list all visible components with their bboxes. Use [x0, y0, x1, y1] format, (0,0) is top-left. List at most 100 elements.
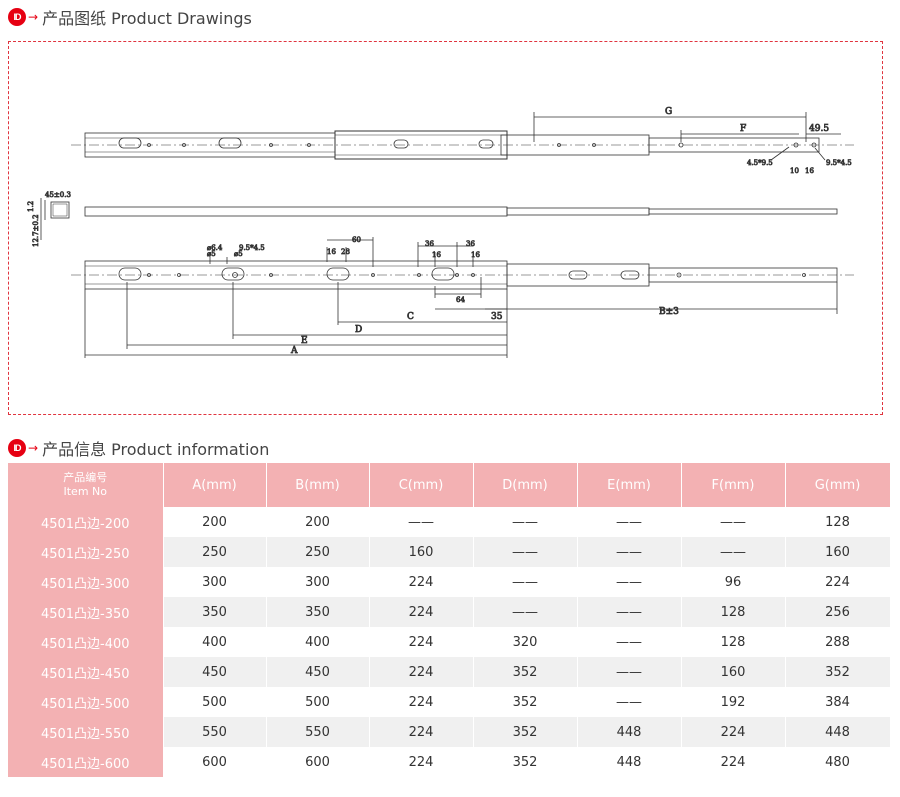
cell-f: 96 — [681, 567, 786, 597]
cell-g: 288 — [785, 627, 891, 657]
cell-g: 256 — [785, 597, 891, 627]
dim-label-12-7x0-2: 12.7±0.2 — [32, 214, 40, 247]
cell-f: 160 — [681, 657, 786, 687]
cell-g: 448 — [785, 717, 891, 747]
item-no-cell: 4501凸边-300 — [8, 567, 164, 597]
dim-label-16-top: 16 — [805, 167, 814, 175]
top-view-slide — [71, 112, 854, 160]
cell-b: 400 — [266, 627, 370, 657]
dim-label-45x0-3: 45±0.3 — [45, 191, 71, 199]
cell-e: —— — [577, 657, 682, 687]
cell-b: 300 — [266, 567, 370, 597]
cell-c: —— — [369, 507, 474, 537]
cell-a: 500 — [163, 687, 267, 717]
dim-label-dia-6-4: ⌀6.4 — [207, 244, 223, 252]
cell-g: 160 — [785, 537, 891, 567]
header-item-no-cn: 产品编号 — [63, 471, 108, 484]
cell-b: 600 — [266, 747, 370, 777]
cell-c: 224 — [369, 657, 474, 687]
cell-g: 480 — [785, 747, 891, 777]
cell-a: 200 — [163, 507, 267, 537]
dim-label-49-5: 49.5 — [809, 124, 829, 134]
dim-label-16-b: 16 — [432, 251, 441, 259]
item-no-cell: 4501凸边-550 — [8, 717, 164, 747]
cell-d: —— — [473, 537, 578, 567]
product-drawing: G F 49.5 4.5*9.5 10 16 9.5*4.5 45±0.3 1.… — [27, 107, 854, 358]
dim-label-4-5x9-5: 4.5*9.5 — [747, 159, 773, 167]
dim-label-d: D — [355, 325, 362, 335]
cell-a: 450 — [163, 657, 267, 687]
cell-e: —— — [577, 567, 682, 597]
item-no-cell: 4501凸边-450 — [8, 657, 164, 687]
cell-g: 128 — [785, 507, 891, 537]
drawings-section-title: 产品图纸 Product Drawings — [42, 9, 252, 28]
cell-a: 550 — [163, 717, 267, 747]
cell-g: 384 — [785, 687, 891, 717]
header-b: B(mm) — [266, 463, 370, 507]
cell-f: 128 — [681, 627, 786, 657]
cell-a: 300 — [163, 567, 267, 597]
header-d: D(mm) — [473, 463, 578, 507]
header-f: F(mm) — [681, 463, 786, 507]
item-no-cell: 4501凸边-200 — [8, 507, 164, 537]
table-header-row: 产品编号 Item No A(mm) B(mm) C(mm) D(mm) E(m… — [8, 463, 891, 507]
item-no-cell: 4501凸边-250 — [8, 537, 164, 567]
dim-label-g: G — [665, 107, 672, 117]
cell-c: 224 — [369, 717, 474, 747]
cell-b: 500 — [266, 687, 370, 717]
cell-a: 250 — [163, 537, 267, 567]
info-section-header: ID → 产品信息 Product information — [8, 436, 269, 460]
brand-logo-icon: ID — [8, 8, 26, 26]
item-no-cell: 4501凸边-350 — [8, 597, 164, 627]
header-item-no: 产品编号 Item No — [8, 463, 164, 507]
cell-f: 192 — [681, 687, 786, 717]
arrow-right-icon: → — [28, 10, 39, 24]
dim-label-1-2: 1.2 — [27, 201, 35, 212]
dim-label-f: F — [740, 124, 746, 134]
dim-label-dia-5-b: ⌀5 — [234, 250, 243, 258]
cell-f: —— — [681, 537, 786, 567]
dim-label-9-5x4-5-right: 9.5*4.5 — [826, 159, 852, 167]
dim-label-35: 35 — [491, 312, 503, 322]
product-info-table: 产品编号 Item No A(mm) B(mm) C(mm) D(mm) E(m… — [8, 463, 891, 777]
dim-label-10: 10 — [790, 167, 799, 175]
item-no-cell: 4501凸边-400 — [8, 627, 164, 657]
header-e: E(mm) — [577, 463, 682, 507]
drawings-section-header: ID → 产品图纸 Product Drawings — [8, 5, 252, 29]
cell-b: 450 — [266, 657, 370, 687]
dim-label-e: E — [301, 336, 308, 346]
cross-section — [40, 198, 70, 240]
cell-c: 224 — [369, 747, 474, 777]
dim-label-dia-5-a: ⌀5 — [207, 250, 216, 258]
dim-label-b-pm3: B±3 — [659, 307, 679, 317]
cell-b: 200 — [266, 507, 370, 537]
cell-c: 224 — [369, 567, 474, 597]
header-g: G(mm) — [785, 463, 891, 507]
dim-label-36-a: 36 — [425, 240, 434, 248]
cell-f: 224 — [681, 747, 786, 777]
cell-e: 448 — [577, 717, 682, 747]
cell-c: 224 — [369, 627, 474, 657]
cell-b: 550 — [266, 717, 370, 747]
cell-e: —— — [577, 627, 682, 657]
cell-f: —— — [681, 507, 786, 537]
info-section-title: 产品信息 Product information — [42, 440, 270, 459]
cell-a: 600 — [163, 747, 267, 777]
cell-d: 352 — [473, 717, 578, 747]
cell-d: —— — [473, 507, 578, 537]
header-item-no-en: Item No — [63, 485, 108, 498]
dim-label-64: 64 — [456, 296, 465, 304]
dim-label-16-a: 16 — [327, 248, 336, 256]
cell-g: 352 — [785, 657, 891, 687]
cell-e: 448 — [577, 747, 682, 777]
dim-label-36-b: 36 — [466, 240, 475, 248]
